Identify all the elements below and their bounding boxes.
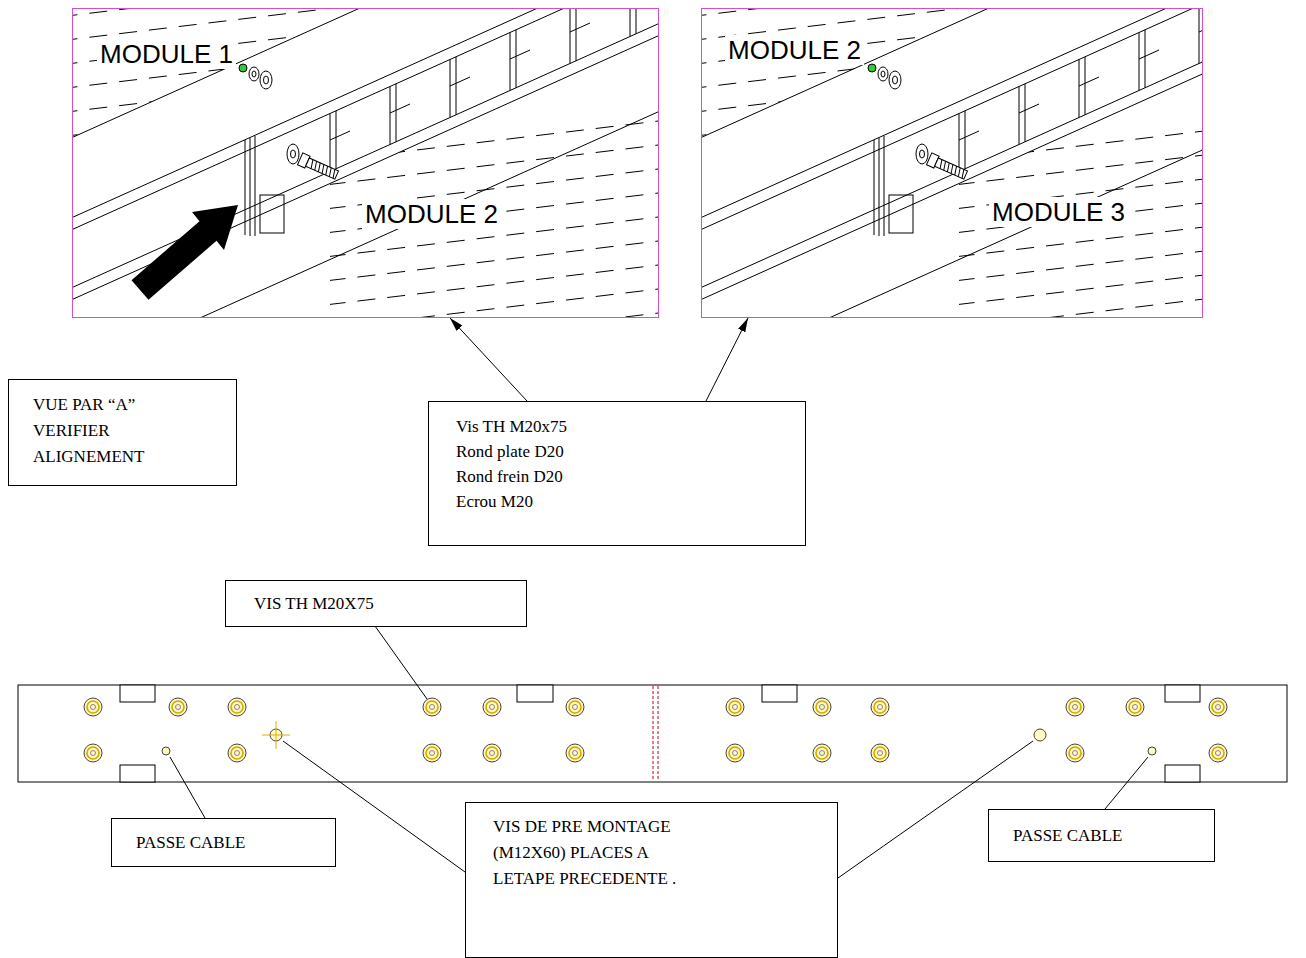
module-label: MODULE 3 — [989, 197, 1128, 227]
cable-holes — [162, 747, 170, 755]
bolt-holes — [169, 698, 187, 716]
bolt-holes — [726, 744, 744, 762]
callout-text: Rond plate D20 — [456, 439, 797, 464]
splice-plate — [18, 685, 1287, 782]
bolt-holes — [228, 698, 246, 716]
label-holder: MODULE 3 — [989, 197, 1128, 227]
callout-text: Ecrou M20 — [456, 489, 797, 514]
leader-lines — [170, 626, 1148, 878]
module-joint-view — [72, 8, 659, 318]
bolt-holes — [871, 698, 889, 716]
module-label: MODULE 1 — [97, 39, 236, 69]
module-view-panel: MODULE 2 MODULE 3 — [701, 8, 1203, 318]
callout-text: VIS DE PRE MONTAGE (M12X60) PLACES A LET… — [493, 814, 708, 892]
label-holder: MODULE 1 — [97, 39, 236, 69]
bolt-holes — [813, 744, 831, 762]
leader-arrow — [450, 318, 527, 401]
callout-text: VIS TH M20X75 — [254, 591, 518, 616]
callout-text: Vis TH M20x75 — [456, 414, 797, 439]
leader-lines — [283, 741, 465, 872]
note-box: VUE PAR “A” VERIFIER ALIGNEMENT — [8, 379, 237, 486]
module-label: MODULE 2 — [362, 199, 501, 229]
bolt-holes — [84, 698, 102, 716]
bolt-holes — [1209, 744, 1227, 762]
callout-box: PASSE CABLE — [988, 809, 1215, 862]
cable-holes — [162, 747, 1156, 755]
bolt-holes — [84, 698, 1227, 762]
bolt-holes — [423, 698, 441, 716]
parts-callout-box: Vis TH M20x75Rond plate D20Rond frein D2… — [428, 401, 806, 546]
bolt-holes — [1209, 698, 1227, 716]
bolt-holes — [228, 744, 246, 762]
bolt-holes — [84, 744, 102, 762]
bolt-holes — [1126, 698, 1144, 716]
bolt-holes — [423, 744, 441, 762]
bolt-holes — [726, 698, 744, 716]
bolt-holes — [566, 744, 584, 762]
module-label: MODULE 2 — [725, 35, 864, 65]
label-holder: MODULE 2 — [725, 35, 864, 65]
plate-notches — [1165, 685, 1200, 702]
plate-notches — [120, 765, 155, 782]
plate-notches — [1165, 765, 1200, 782]
bolt-holes — [483, 744, 501, 762]
cable-holes — [1148, 747, 1156, 755]
leader-lines — [838, 741, 1033, 878]
module-joint-view — [701, 8, 1203, 318]
callout-text: VUE PAR “A” VERIFIER ALIGNEMENT — [33, 392, 173, 470]
plate-notches — [120, 685, 155, 702]
leader-lines — [1105, 757, 1148, 809]
plate-notches — [120, 685, 1200, 782]
joint-centre-line — [658, 686, 659, 781]
bolt-holes — [871, 744, 889, 762]
label-holder: MODULE 2 — [362, 199, 501, 229]
pre-assembly-screws — [262, 721, 290, 749]
pre-assembly-screws — [1034, 729, 1046, 741]
bolt-holes — [483, 698, 501, 716]
callout-text: PASSE CABLE — [1013, 823, 1206, 848]
leader-arrow — [706, 318, 748, 401]
joint-centre-line — [653, 686, 658, 781]
leader-lines — [170, 757, 205, 818]
panel-illustration — [701, 8, 1203, 318]
leader-lines — [375, 626, 427, 699]
bolt-holes — [1066, 744, 1084, 762]
bolt-holes — [813, 698, 831, 716]
splice-plate — [18, 685, 1287, 782]
bolt-holes — [566, 698, 584, 716]
panel-illustration — [72, 8, 659, 318]
pre-assembly-screws — [262, 721, 1046, 749]
view-direction-arrow — [132, 205, 239, 300]
callout-text: Rond frein D20 — [456, 464, 797, 489]
plate-notches — [762, 685, 797, 702]
callout-box: VIS DE PRE MONTAGE (M12X60) PLACES A LET… — [465, 802, 838, 958]
callout-box: VIS TH M20X75 — [225, 580, 527, 627]
cursor-mark — [98, 42, 100, 62]
callout-text: PASSE CABLE — [136, 830, 327, 855]
joint-centre-line — [653, 686, 654, 781]
bolt-holes — [1066, 698, 1084, 716]
module-view-panel: MODULE 1 MODULE 2 — [72, 8, 659, 318]
plate-notches — [517, 685, 553, 702]
callout-box: PASSE CABLE — [111, 818, 336, 867]
